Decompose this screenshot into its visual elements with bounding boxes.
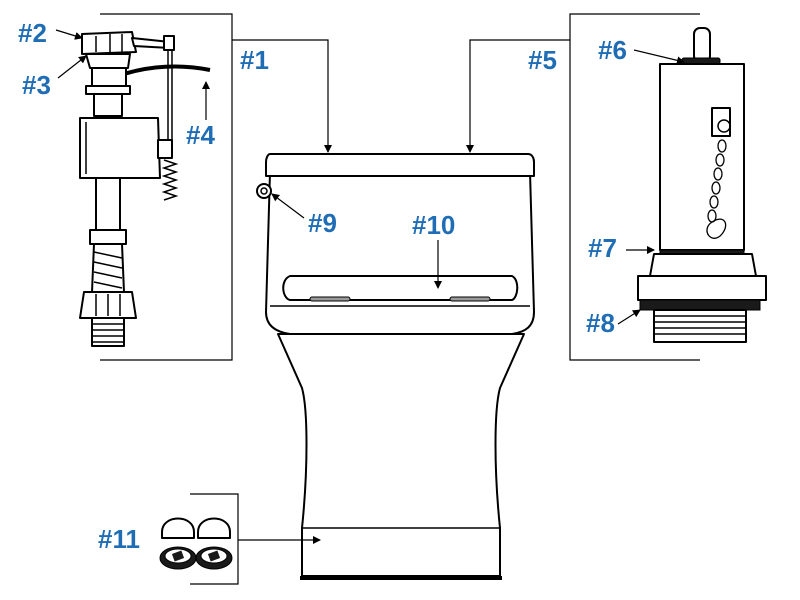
flush-valve-inset-bracket (569, 13, 700, 361)
callout-4: #4 (186, 120, 215, 150)
cap-kit-inset-bracket (190, 493, 239, 585)
leader-6 (633, 49, 685, 65)
leader-8 (617, 309, 641, 325)
fill-valve-illustration (79, 31, 211, 347)
leader-3 (57, 55, 87, 79)
callout-1: #1 (240, 45, 269, 75)
callout-8: #8 (586, 308, 615, 338)
callout-9: #9 (308, 208, 337, 238)
callout-5: #5 (528, 45, 557, 75)
callout-11: #11 (98, 524, 140, 554)
leader-9 (271, 193, 305, 219)
callout-7: #7 (588, 233, 617, 263)
leader-5 (466, 39, 570, 153)
callout-2: #2 (18, 18, 47, 48)
leader-1 (232, 39, 332, 153)
toilet-illustration (256, 153, 535, 580)
callout-6: #6 (598, 35, 627, 65)
callout-10: #10 (412, 210, 456, 240)
flush-valve-illustration (637, 27, 767, 343)
fill-valve-inset-bracket (100, 13, 233, 361)
callout-3: #3 (22, 70, 51, 100)
bolt-cap-kit-illustration (159, 517, 233, 570)
leader-2 (55, 29, 83, 40)
